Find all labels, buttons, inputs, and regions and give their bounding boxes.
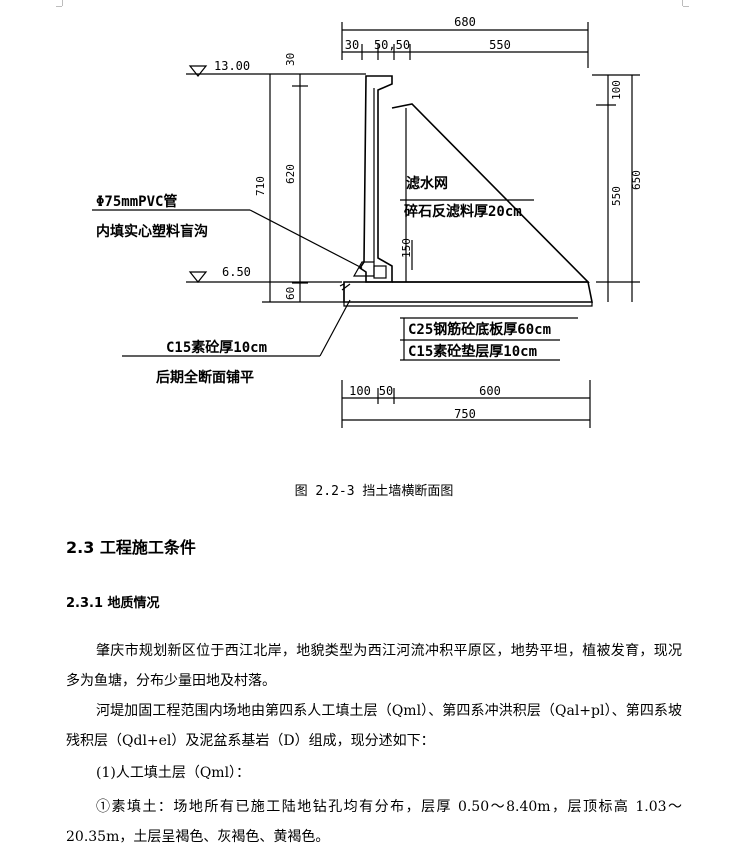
dim-right-650: 650 — [630, 170, 643, 190]
paragraph-plain-fill: ①素填土：场地所有已施工陆地钻孔均有分布，层厚 0.50～8.40m，层顶标高 … — [66, 799, 682, 845]
label-c25-slab: C25钢筋砼底板厚60cm — [408, 321, 551, 338]
elevation-bottom-label: 6.50 — [222, 265, 251, 279]
dim-left-60: 60 — [284, 287, 297, 300]
dim-bottom-750: 750 — [454, 407, 476, 421]
subsection-heading: 2.3.1 地质情况 — [66, 596, 160, 611]
figure-caption: 图 2.2-3 挡土墙横断面图 — [294, 484, 454, 499]
dim-bottom-50: 50 — [379, 384, 393, 398]
page-corner-mark-left-h — [56, 6, 62, 7]
dim-left-620: 620 — [284, 164, 297, 184]
retaining-wall-section-diagram: 680 30 50,50 550 13.00 6.50 30 710 620 6… — [92, 15, 643, 428]
wall-stem — [358, 75, 393, 283]
dim-bottom-100: 100 — [349, 384, 371, 398]
label-c15-concrete: C15素砼厚10cm — [166, 339, 267, 356]
label-c15-pad: C15素砼垫层厚10cm — [408, 343, 537, 360]
dim-right-100: 100 — [610, 80, 623, 100]
label-gravel-filter: 碎石反滤料厚20cm — [404, 203, 522, 220]
label-pvc-pipe: Φ75mmPVC管 — [96, 193, 177, 210]
list-item-fill-layer: (1)人工填土层（Qml）： — [96, 765, 251, 781]
paragraph-geomorphology: 肇庆市规划新区位于西江北岸，地貌类型为西江河流冲积平原区，地势平坦，植被发育，现… — [66, 643, 682, 689]
dim-top-total: 680 — [454, 15, 476, 29]
dim-top-50-50: 50,50 — [374, 38, 410, 52]
elevation-top-label: 13.00 — [214, 59, 250, 73]
page-corner-mark-left — [62, 0, 63, 6]
dim-right-550: 550 — [610, 186, 623, 206]
dim-top-550: 550 — [489, 38, 511, 52]
dim-left-710: 710 — [254, 176, 267, 196]
page-corner-mark-right — [682, 0, 683, 6]
dim-left-30: 30 — [284, 53, 297, 66]
section-heading: 2.3 工程施工条件 — [66, 538, 196, 557]
base-slab — [343, 281, 593, 303]
dim-top-30: 30 — [345, 38, 359, 52]
label-filter-net: 滤水网 — [406, 175, 448, 192]
page-corner-mark-right-h — [683, 6, 689, 7]
dim-bottom-600: 600 — [479, 384, 501, 398]
paragraph-strata: 河堤加固工程范围内场地由第四系人工填土层（Qml）、第四系冲洪积层（Qal+pl… — [66, 703, 682, 749]
dim-inner-150: 150 — [400, 238, 413, 258]
label-later-paving: 后期全断面铺平 — [156, 369, 254, 386]
filter-wedge — [391, 103, 590, 283]
label-blind-drain: 内填实心塑料盲沟 — [96, 223, 208, 240]
